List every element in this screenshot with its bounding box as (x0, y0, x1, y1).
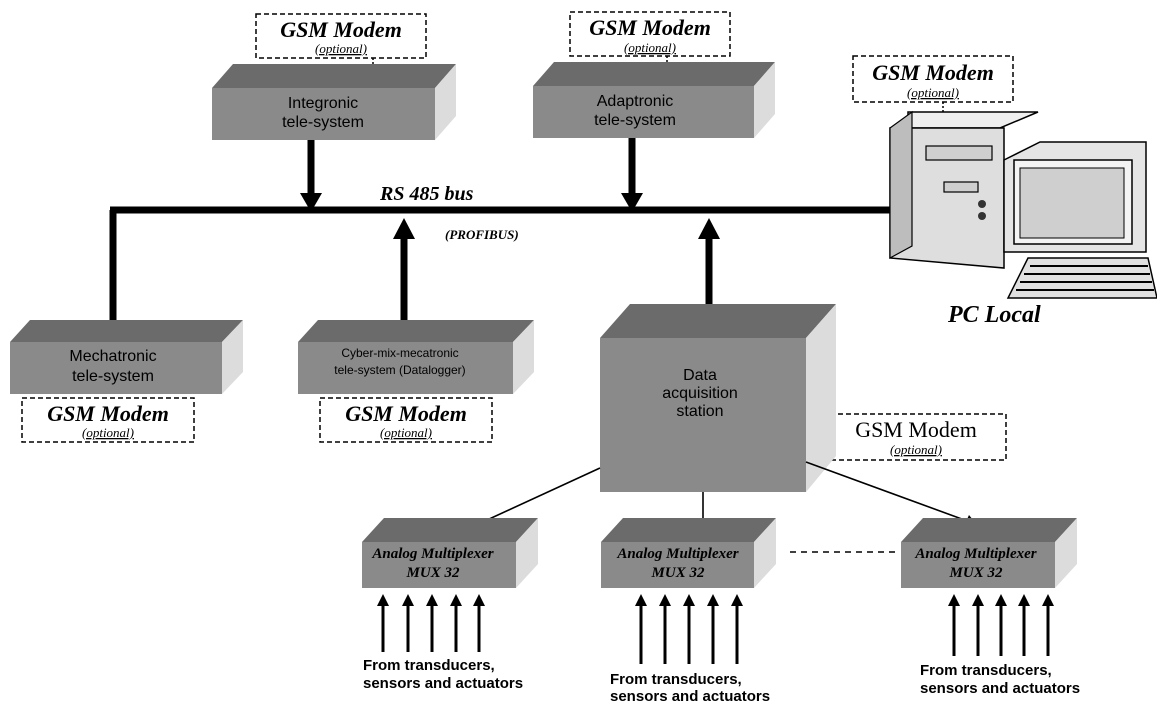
pc-keyboard (1006, 257, 1157, 299)
analog-multiplexer-3: Analog Multiplexer MUX 32 (901, 518, 1077, 588)
gsm-modem-pc: GSM Modem (optional) (852, 55, 1014, 103)
input-arrow-head (473, 594, 485, 606)
input-arrow-head (683, 594, 695, 606)
modem-title: GSM Modem (855, 417, 977, 442)
mux-label-line2: MUX 32 (406, 565, 460, 581)
modem-title: GSM Modem (872, 60, 994, 85)
integronic-tele-system: Integronic tele-system (212, 64, 456, 140)
input-arrow-head (1018, 594, 1030, 606)
modem-note: (optional) (82, 425, 134, 440)
system-label-line2: tele-system (594, 112, 676, 129)
pc-local-label: PC Local (947, 302, 1041, 328)
input-arrow-head (426, 594, 438, 606)
modem-note: (optional) (624, 40, 676, 55)
input-arrow-head (972, 594, 984, 606)
input-arrow-head (1042, 594, 1054, 606)
mux-label-line2: MUX 32 (651, 565, 705, 581)
mechatronic-tele-system: Mechatronic tele-system (10, 320, 243, 394)
input-arrow-head (402, 594, 414, 606)
bus-sub-label: (PROFIBUS) (445, 227, 519, 242)
input-arrow-head (731, 594, 743, 606)
pc-tower (889, 110, 1039, 269)
daq-label-line3: station (676, 403, 723, 420)
modem-note: (optional) (890, 442, 942, 457)
input-arrow-head (995, 594, 1007, 606)
analog-multiplexer-1: Analog Multiplexer MUX 32 (362, 518, 538, 588)
system-label-line1: Cyber-mix-mecatronic (341, 346, 458, 360)
gsm-modem-integronic: GSM Modem (optional) (255, 13, 427, 59)
mux-label-line1: Analog Multiplexer (371, 546, 493, 562)
daq-label-line2: acquisition (662, 385, 738, 402)
modem-title: GSM Modem (345, 401, 467, 426)
source-label-line2: sensors and actuators (610, 688, 770, 704)
adaptronic-bus-arrow (621, 138, 643, 212)
input-arrows-group-1 (377, 594, 485, 652)
bus-label: RS 485 bus (379, 183, 474, 205)
cyber-mix-tele-system: Cyber-mix-mecatronic tele-system (Datalo… (298, 320, 534, 394)
gsm-modem-cyber: GSM Modem (optional) (319, 397, 493, 443)
source-label-line2: sensors and actuators (363, 675, 523, 692)
gsm-modem-adaptronic: GSM Modem (optional) (569, 11, 731, 57)
data-acquisition-station: Data acquisition station (600, 304, 836, 492)
source-label-line1: From transducers, (920, 662, 1052, 679)
mux-label-line2: MUX 32 (949, 565, 1003, 581)
modem-note: (optional) (315, 41, 367, 56)
analog-multiplexer-2: Analog Multiplexer MUX 32 (601, 518, 776, 588)
integronic-bus-arrow (300, 138, 322, 212)
adaptronic-tele-system: Adaptronic tele-system (533, 62, 775, 138)
modem-title: GSM Modem (280, 17, 402, 42)
mux-label-line1: Analog Multiplexer (914, 546, 1036, 562)
pc-monitor (1003, 141, 1147, 253)
source-label-1: From transducers, sensors and actuators (363, 657, 523, 692)
system-label-line1: Mechatronic (69, 348, 156, 365)
input-arrows-group-3 (948, 594, 1054, 656)
input-arrow-head (635, 594, 647, 606)
rs485-bus (109, 206, 890, 322)
input-arrow-head (707, 594, 719, 606)
source-label-3: From transducers, sensors and actuators (920, 662, 1080, 697)
modem-title: GSM Modem (47, 401, 169, 426)
modem-title: GSM Modem (589, 15, 711, 40)
input-arrow-head (948, 594, 960, 606)
system-label-line1: Integronic (288, 95, 358, 112)
pc-local-computer (889, 110, 1157, 299)
modem-note: (optional) (380, 425, 432, 440)
modem-note: (optional) (907, 85, 959, 100)
gsm-modem-mechatronic: GSM Modem (optional) (21, 397, 195, 443)
system-label-line2: tele-system (282, 114, 364, 131)
mux-label-line1: Analog Multiplexer (616, 546, 738, 562)
system-label-line1: Adaptronic (597, 93, 674, 110)
input-arrow-head (377, 594, 389, 606)
source-label-line1: From transducers, (363, 657, 495, 674)
daq-label-line1: Data (683, 367, 717, 384)
source-label-line1: From transducers, (610, 671, 742, 688)
input-arrow-head (450, 594, 462, 606)
input-arrow-head (659, 594, 671, 606)
cyber-bus-arrow (393, 218, 415, 326)
gsm-modem-daq: GSM Modem (optional) (829, 413, 1007, 461)
input-arrows-group-2 (635, 594, 743, 664)
system-label-line2: tele-system (72, 368, 154, 385)
source-label-2: From transducers, sensors and actuators (610, 671, 770, 704)
system-label-line2: tele-system (Datalogger) (334, 363, 465, 377)
source-label-line2: sensors and actuators (920, 680, 1080, 697)
